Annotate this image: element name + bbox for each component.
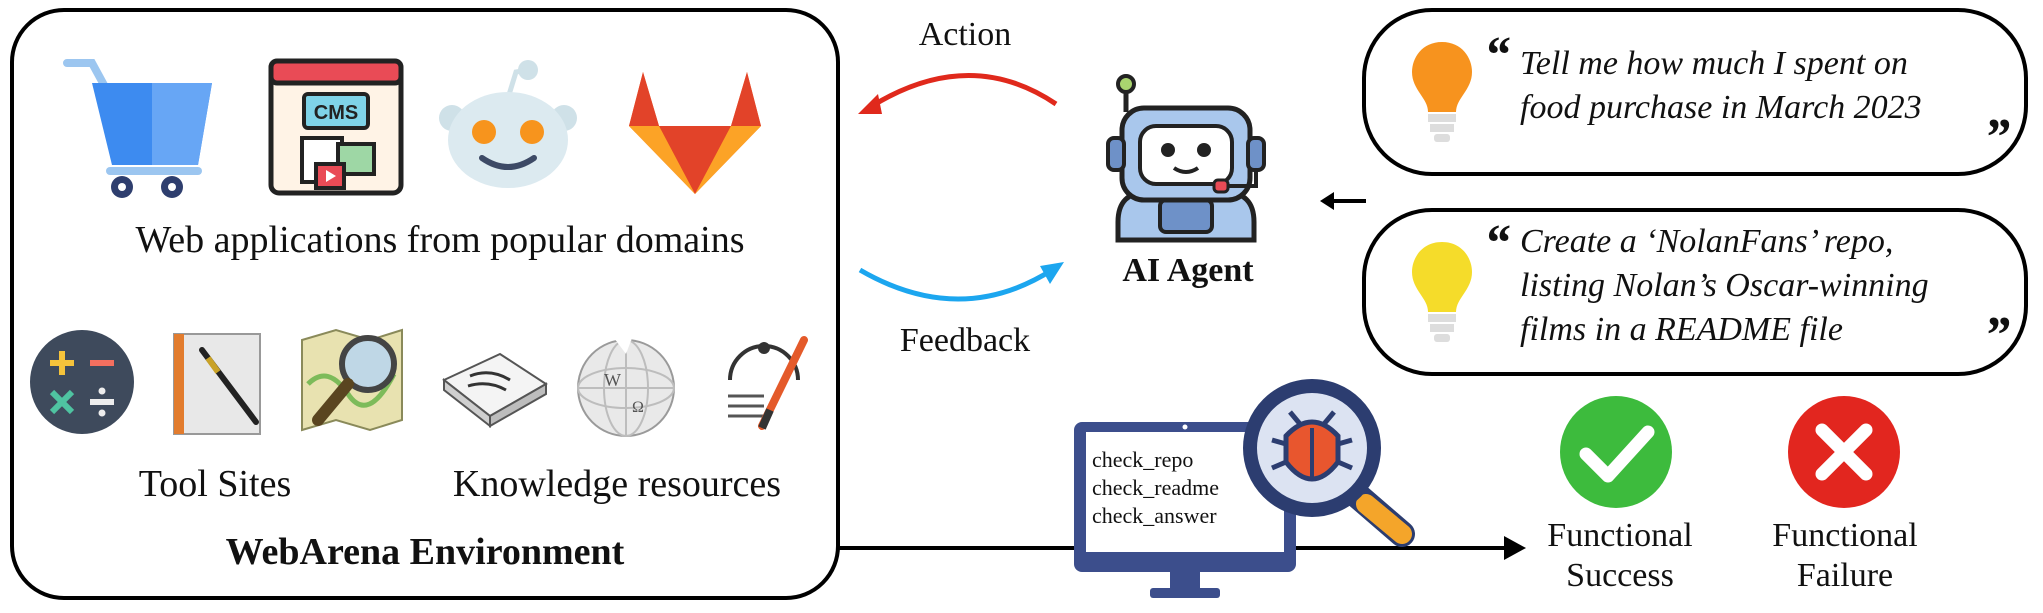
cms-icon: CMS <box>268 58 404 196</box>
close-quote: ” <box>1984 307 2010 364</box>
task-bubble-1 <box>1362 8 2028 176</box>
task-to-agent-arrow <box>1320 192 1366 210</box>
ai-agent-label: AI Agent <box>1122 252 1254 289</box>
tool-sites-label: Tool Sites <box>138 463 292 505</box>
shopping-cart-icon <box>63 59 212 198</box>
task-text-2: Create a ‘NolanFans’ repo, listing Nolan… <box>1520 223 1929 348</box>
close-quote: ” <box>1984 109 2010 166</box>
open-quote: “ <box>1484 27 1510 84</box>
gitlab-icon <box>629 72 761 194</box>
map-magnifier-icon <box>301 328 403 432</box>
webarena-environment-box <box>10 8 840 600</box>
wikipedia-icon: W Ω <box>577 338 675 437</box>
feedback-label: Feedback <box>899 322 1031 359</box>
notebook-pen-icon <box>173 333 261 435</box>
svg-text:CMS: CMS <box>314 102 358 124</box>
action-label: Action <box>918 16 1012 53</box>
book-icon <box>442 352 548 429</box>
open-quote: “ <box>1484 215 1510 272</box>
bug-magnifier-icon <box>1243 379 1415 547</box>
task-bubble-2 <box>1362 208 2028 376</box>
check-item: check_repo <box>1092 447 1194 472</box>
task-text-1: Tell me how much I spent on food purchas… <box>1520 45 1922 126</box>
success-check-icon <box>1560 396 1672 508</box>
compass-pen-icon <box>728 336 808 430</box>
web-apps-label: Web applications from popular domains <box>135 219 745 261</box>
lightbulb-icon <box>1412 242 1472 342</box>
failure-x-icon <box>1788 396 1900 508</box>
lightbulb-icon <box>1412 42 1472 142</box>
svg-text:Ω: Ω <box>632 399 644 416</box>
calculator-icon <box>30 330 134 434</box>
robot-agent-icon <box>1106 74 1266 243</box>
knowledge-resources-label: Knowledge resources <box>452 463 782 505</box>
action-arrow <box>858 73 1058 114</box>
environment-title: WebArena Environment <box>225 531 625 573</box>
check-item: check_answer <box>1092 503 1217 528</box>
functional-success-label: Functional Success <box>1547 517 1693 594</box>
reddit-icon <box>439 60 577 188</box>
check-item: check_readme <box>1092 475 1220 500</box>
functional-failure-label: Functional Failure <box>1772 517 1918 594</box>
feedback-arrow <box>858 262 1064 302</box>
svg-text:W: W <box>604 370 621 390</box>
check-list: check_repo check_readme check_answer <box>1092 446 1219 530</box>
